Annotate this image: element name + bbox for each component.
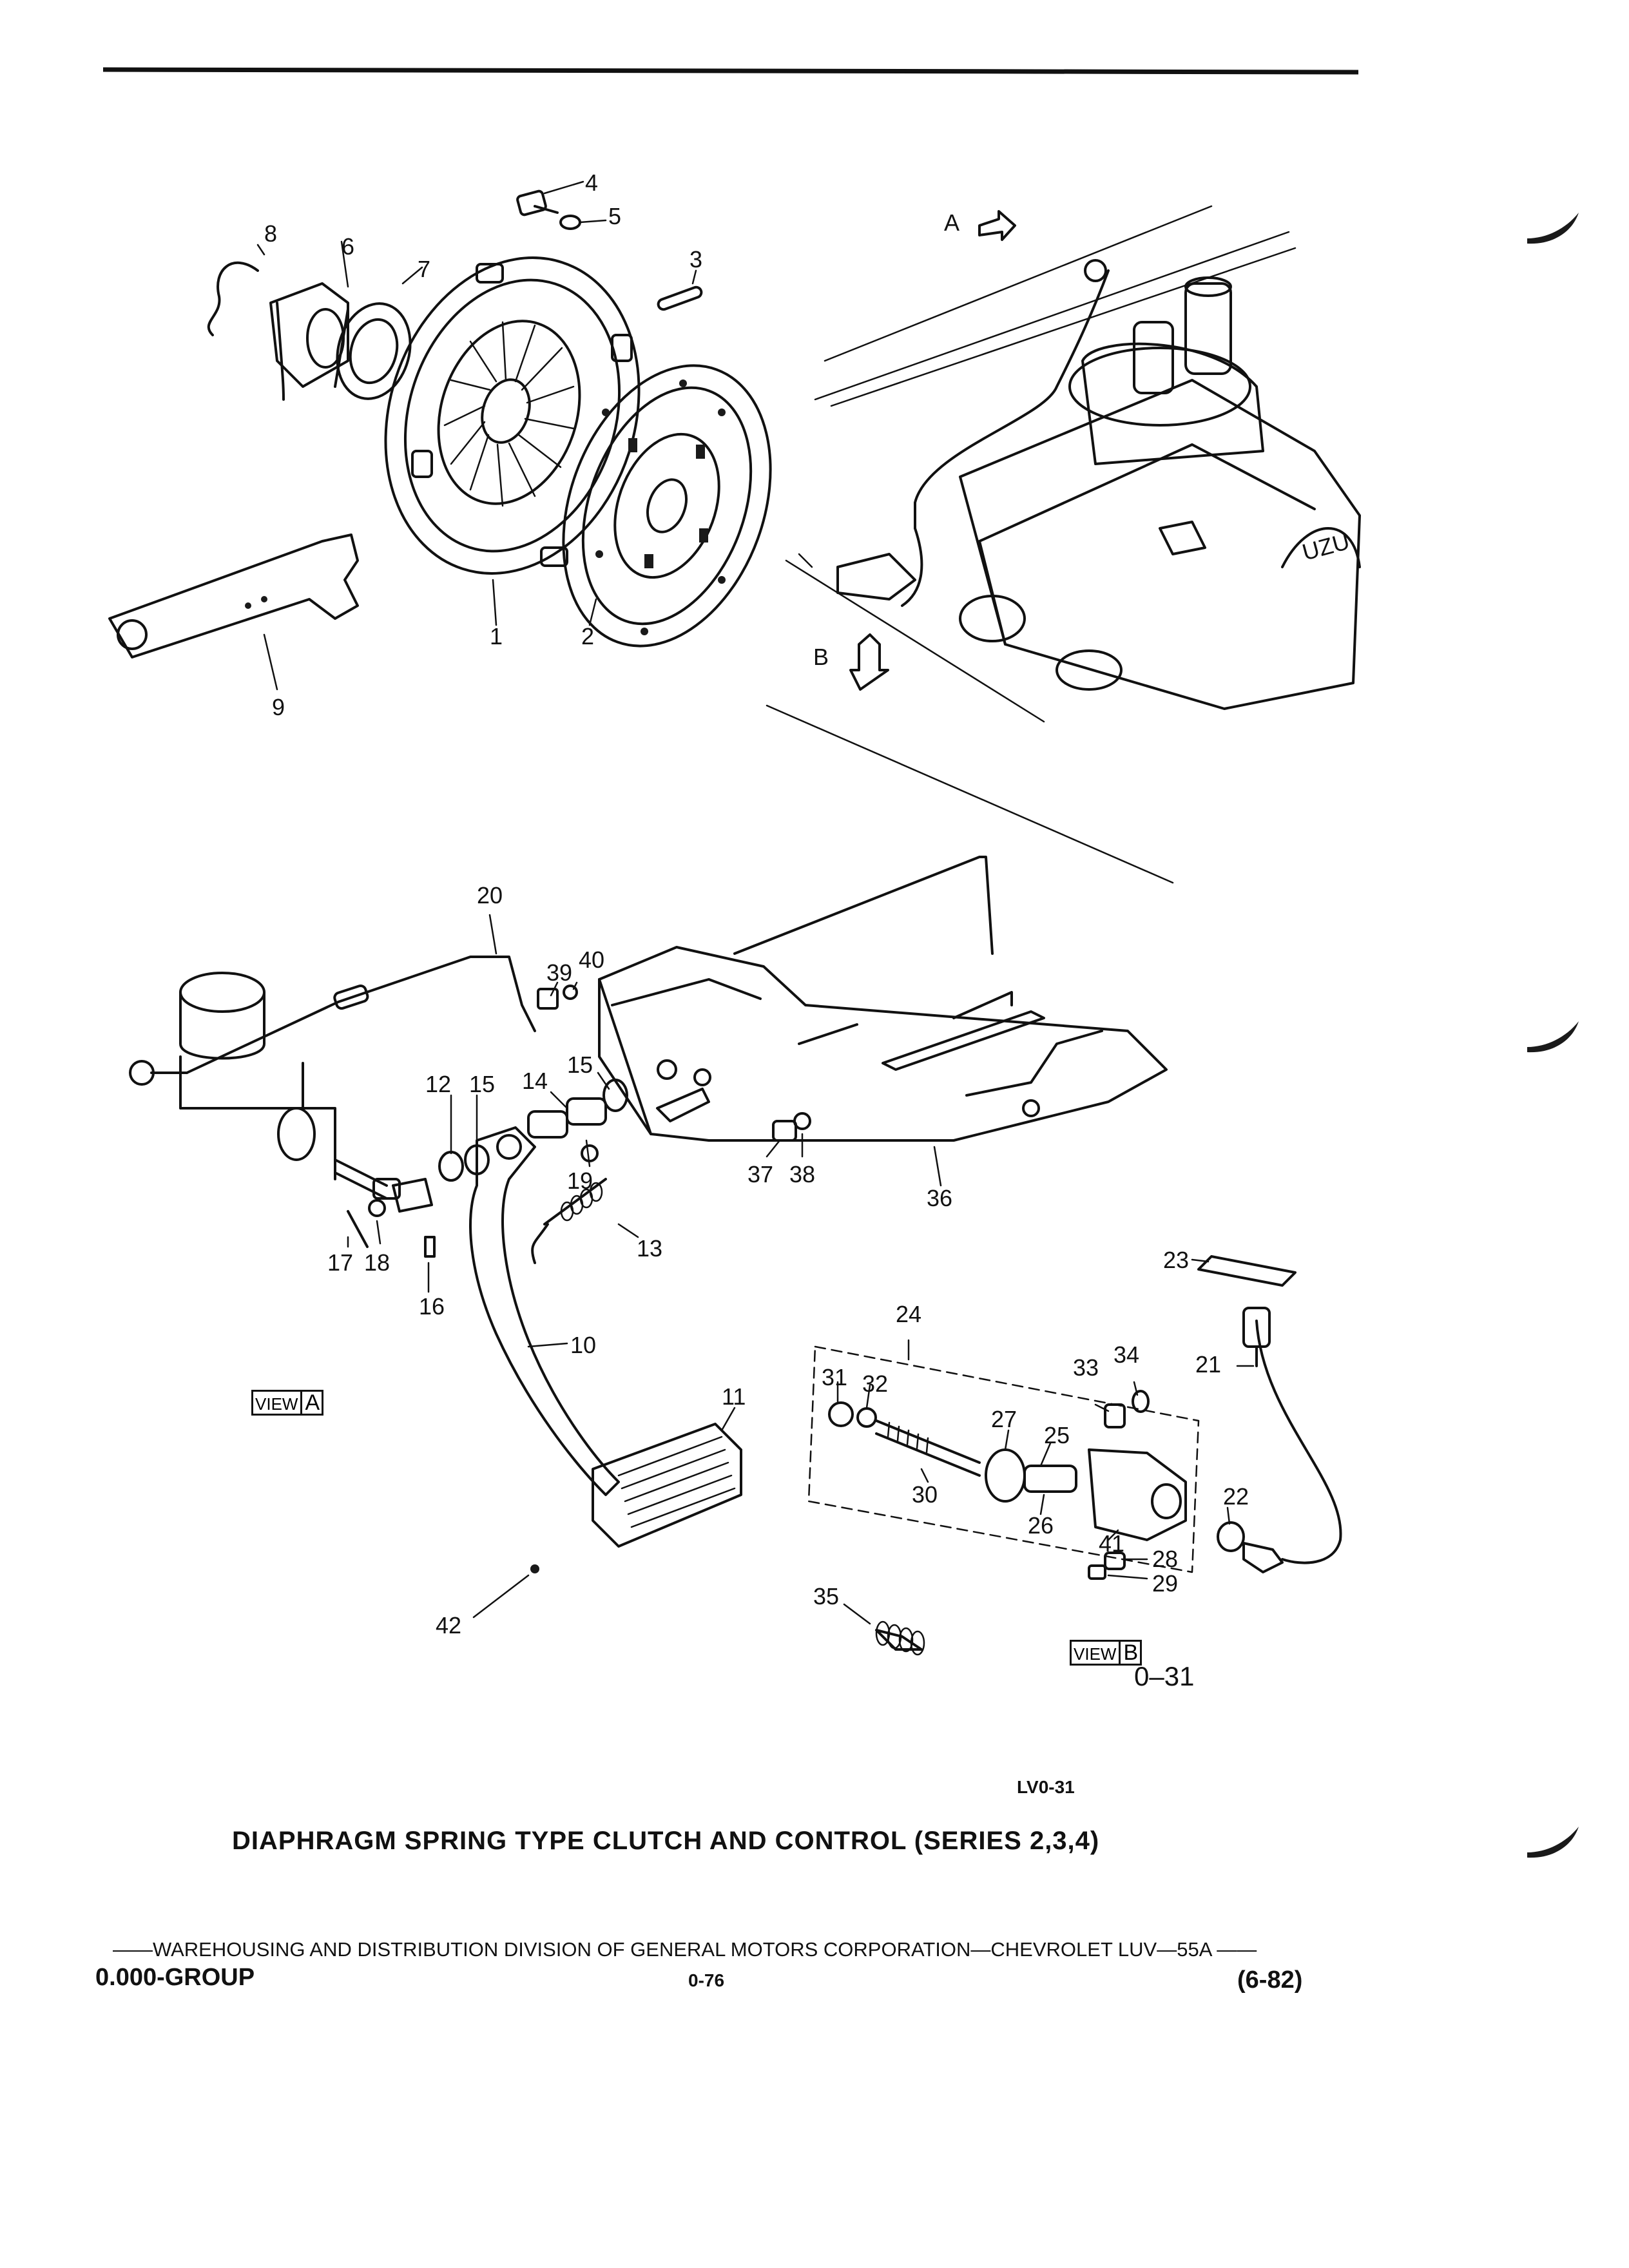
callout-25: 25 (1044, 1422, 1070, 1448)
callout-42: 42 (436, 1612, 461, 1639)
view-b-letter: B (1119, 1640, 1139, 1665)
callout-37: 37 (747, 1161, 773, 1187)
slave-cylinder (828, 1255, 1342, 1656)
clutch-disc (562, 364, 772, 648)
callout-39: 39 (546, 959, 572, 986)
svg-text:A: A (944, 209, 959, 236)
callout-20: 20 (477, 882, 503, 908)
callout-24: 24 (896, 1301, 921, 1327)
figure-title: DIAPHRAGM SPRING TYPE CLUTCH AND CONTROL… (232, 1827, 1100, 1855)
callout-11: 11 (722, 1383, 746, 1410)
figure-code: 0–31 (1134, 1661, 1195, 1691)
callout-14: 14 (522, 1068, 548, 1094)
callout-7: 7 (418, 256, 430, 282)
callout-6: 6 (342, 233, 354, 260)
retaining-spring (207, 261, 259, 336)
svg-text:B: B (813, 644, 829, 670)
callout-36: 36 (927, 1185, 952, 1211)
pedal-bracket (598, 946, 1168, 1142)
svg-text:UZU: UZU (1299, 528, 1352, 566)
clutch-fork (108, 533, 359, 658)
callout-41: 41 (1099, 1530, 1124, 1557)
callout-33: 33 (1073, 1354, 1099, 1381)
callout-12: 12 (425, 1071, 451, 1097)
slave-cylinder-frame (807, 1339, 1200, 1573)
callout-10: 10 (570, 1332, 596, 1358)
callout-34: 34 (1113, 1341, 1139, 1368)
callout-27: 27 (991, 1406, 1017, 1432)
callout-40: 40 (579, 947, 604, 973)
hydraulic-pipe (129, 856, 994, 1086)
callout-31: 31 (822, 1364, 847, 1390)
callout-19: 19 (567, 1168, 593, 1194)
callout-3: 3 (689, 246, 702, 273)
callout-29: 29 (1152, 1570, 1178, 1597)
callout-23: 23 (1163, 1247, 1189, 1273)
callout-8: 8 (264, 220, 277, 247)
callout-4: 4 (585, 169, 598, 196)
callout-35: 35 (813, 1583, 839, 1610)
view-arrow-a: A (944, 209, 1016, 241)
top-rule (102, 67, 1359, 75)
pedal-spacer-and-bushings (347, 985, 811, 1573)
callout-1: 1 (490, 623, 503, 649)
view-arrow-b: B (813, 633, 889, 691)
callout-26: 26 (1028, 1512, 1054, 1539)
engine-bay-view: UZU (766, 205, 1361, 884)
leaders-lower-left (347, 914, 942, 1619)
callout-21: 21 (1195, 1351, 1221, 1378)
callout-28: 28 (1152, 1546, 1178, 1572)
leaders-upper (256, 180, 697, 691)
view-b-prefix: VIEW (1074, 1644, 1117, 1664)
view-a-prefix: VIEW (255, 1394, 298, 1414)
callout-17: 17 (327, 1249, 353, 1276)
callout-18: 18 (364, 1249, 390, 1276)
callout-5: 5 (608, 203, 621, 229)
footer-group: 0.000-GROUP (95, 1964, 255, 1991)
master-cylinder (179, 972, 433, 1213)
callout-15-pedal: 15 (469, 1071, 495, 1097)
callout-13: 13 (637, 1235, 662, 1262)
callout-38: 38 (789, 1161, 815, 1187)
figure-reference: LV0-31 (1017, 1777, 1075, 1797)
pressure-plate-assembly (384, 256, 641, 575)
callout-15-bracket: 15 (567, 1052, 593, 1078)
page-number: 0-76 (688, 1970, 725, 1990)
footer-publisher-line: ——WAREHOUSING AND DISTRIBUTION DIVISION … (113, 1938, 1257, 1961)
leaders-lower-right (836, 1258, 1255, 1625)
release-collar (269, 282, 349, 401)
callout-30: 30 (912, 1481, 938, 1508)
revision-date: (6-82) (1237, 1966, 1303, 1994)
callout-22: 22 (1223, 1483, 1249, 1510)
callout-2: 2 (581, 623, 594, 649)
view-a-letter: A (300, 1390, 320, 1415)
callout-32: 32 (862, 1370, 888, 1397)
callout-9: 9 (272, 694, 285, 720)
callout-numbers: 4 5 3 8 6 7 1 2 9 20 39 40 14 15 12 15 1… (264, 169, 1249, 1639)
clutch-pedal (469, 1126, 742, 1548)
callout-16: 16 (419, 1293, 445, 1320)
binding-marks (1527, 213, 1579, 1858)
